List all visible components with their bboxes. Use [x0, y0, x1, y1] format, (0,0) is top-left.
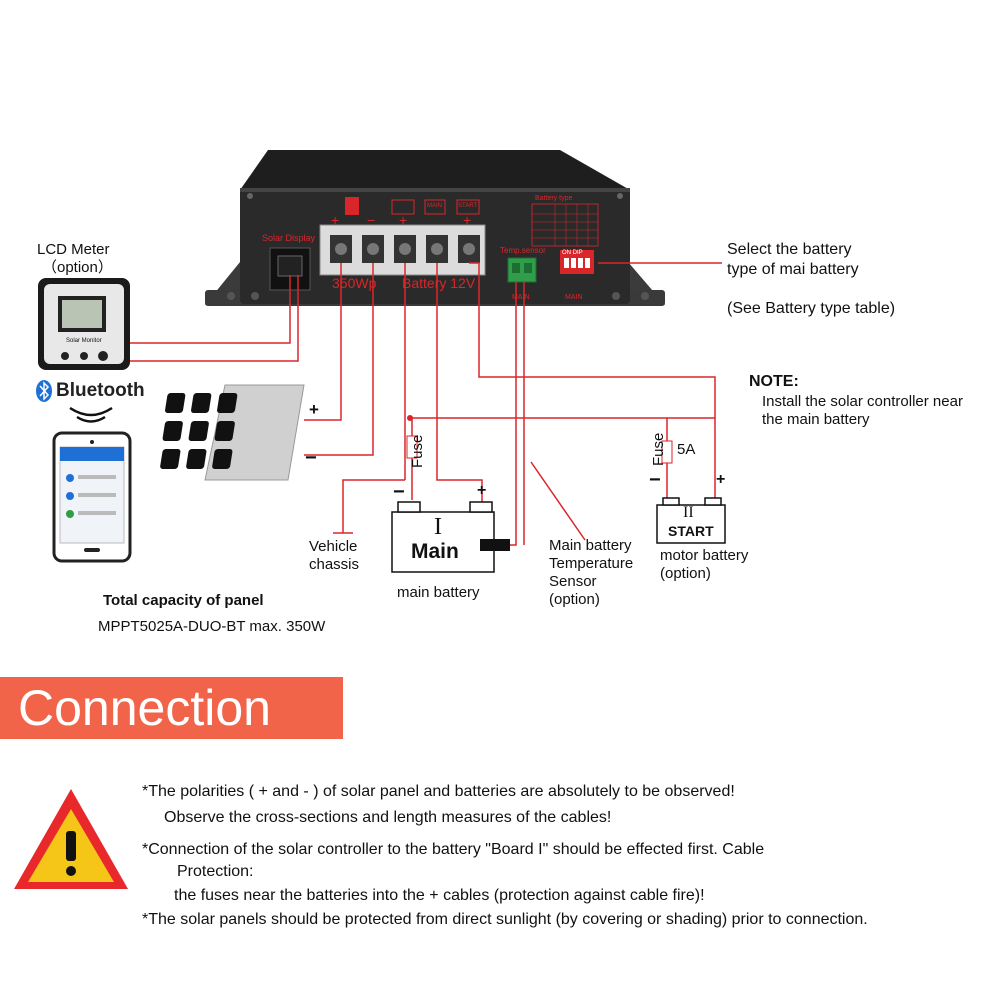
dip-sub: MAIN: [565, 294, 583, 301]
main-battery: [391, 501, 510, 573]
lcd-device-text: Solar Monitor: [66, 338, 102, 344]
warning-line-5: the fuses near the batteries into the + …: [174, 887, 705, 904]
connection-banner: Connection: [0, 677, 343, 739]
solar-controller: [205, 150, 665, 306]
main-battery-plus: +: [477, 482, 487, 499]
main-battery-roman: I: [434, 514, 442, 540]
capacity-model: MPPT5025A-DUO-BT max. 350W: [98, 618, 326, 635]
chassis-line1: Vehicle: [309, 538, 358, 555]
main-battery-icon: [391, 199, 415, 215]
motor-battery-name: START: [668, 523, 714, 539]
main-fuse-label: Fuse: [409, 434, 426, 468]
warning-icon: [14, 789, 128, 889]
motor-battery-plus: +: [716, 471, 726, 488]
main-battery-caption: main battery: [397, 584, 480, 601]
motor-battery-roman: II: [683, 504, 694, 521]
bluetooth-label: Bluetooth: [56, 380, 145, 401]
terminal-plus-3: +: [463, 212, 472, 228]
controller-rating: 350Wp: [332, 275, 377, 291]
bluetooth-icon: [36, 380, 52, 402]
battery-type-table: [531, 203, 599, 247]
battery-type-note-1: Select the battery: [727, 241, 852, 258]
temp-caption-line4: (option): [549, 591, 600, 608]
dip-label: ON DIP: [562, 250, 583, 256]
temp-caption-line1: Main battery: [549, 537, 632, 554]
solar-plus: +: [309, 400, 319, 419]
temp-sensor-label: Temp.sensor: [500, 246, 546, 255]
start-terminal-icon: [456, 199, 480, 215]
main-battery-name: Main: [411, 540, 459, 563]
battery-type-title: Battery type: [535, 195, 573, 202]
terminal-start-text: START: [458, 203, 478, 209]
main-battery-minus: −: [393, 481, 405, 503]
motor-battery-caption-2: (option): [660, 565, 711, 582]
motor-battery: [656, 497, 726, 544]
note-line1: Install the solar controller near: [762, 393, 963, 410]
warning-line-2: Observe the cross-sections and length me…: [164, 809, 612, 826]
signal-icon: [69, 406, 113, 423]
warning-line-1: *The polarities ( + and - ) of solar pan…: [142, 783, 735, 800]
motor-fuse: [661, 440, 673, 464]
temp-caption-line3: Sensor: [549, 573, 597, 590]
terminal-plus-2: +: [399, 212, 408, 228]
temp-sensor-probe: [480, 539, 510, 551]
terminal-main-text: MAIN: [427, 203, 442, 209]
motor-fuse-label: Fuse: [650, 432, 667, 466]
warning-line-3: *Connection of the solar controller to t…: [142, 841, 765, 858]
lcd-meter-label: LCD Meter: [37, 241, 110, 258]
motor-fuse-value: 5A: [677, 441, 696, 458]
note-line2: the main battery: [762, 411, 870, 428]
warning-line-6: *The solar panels should be protected fr…: [142, 911, 868, 928]
controller-battery-label: Battery 12V: [402, 275, 476, 291]
terminal-plus-1: +: [331, 212, 340, 228]
wires: [130, 262, 722, 546]
terminal-minus: −: [367, 212, 376, 228]
section-title: Connection: [18, 680, 271, 736]
warning-line-4: Protection:: [177, 863, 254, 880]
motor-battery-caption-1: motor battery: [660, 547, 749, 564]
main-fuse: [406, 435, 418, 459]
chassis-line2: chassis: [309, 556, 360, 573]
capacity-title: Total capacity of panel: [103, 592, 264, 609]
solar-minus: −: [305, 447, 317, 469]
solar-panel-icon: [345, 197, 359, 215]
solar-display-label: Solar Display: [262, 233, 316, 243]
temp-caption-line2: Temperature: [549, 555, 634, 572]
temp-sensor-sub: MAIN: [512, 294, 530, 301]
smartphone: [52, 431, 132, 563]
lcd-meter-option: （option）: [42, 259, 113, 276]
lcd-meter-device: [38, 278, 130, 370]
battery-type-note-3: (See Battery type table): [727, 300, 896, 317]
battery-type-note-2: type of mai battery: [727, 261, 859, 278]
main-terminal-icon: [424, 199, 446, 215]
note-title: NOTE:: [749, 373, 799, 390]
solar-panel: [160, 384, 305, 481]
motor-battery-minus: −: [649, 469, 661, 491]
connection-diagram: [36, 150, 726, 573]
